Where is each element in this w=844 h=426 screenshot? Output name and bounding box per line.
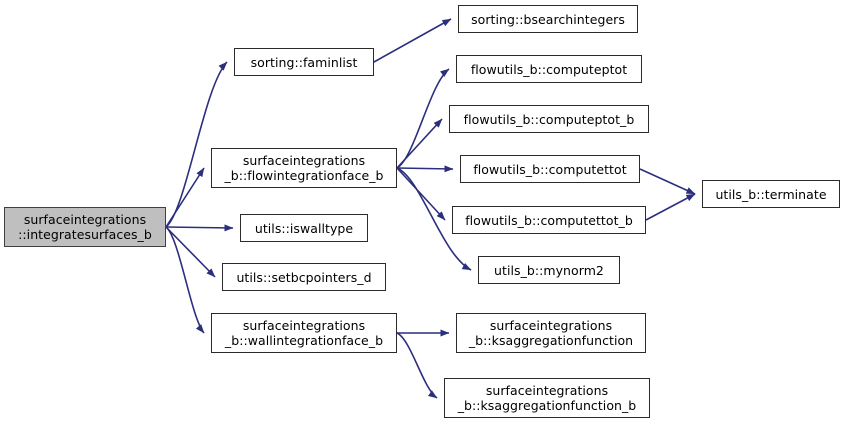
graph-node-faminlist[interactable]: sorting::faminlist (234, 48, 374, 76)
graph-edge-wallintegrationface_b-to-ksaggregationfunction_b (396, 332, 438, 399)
graph-node-root[interactable]: surfaceintegrations ::integratesurfaces_… (4, 207, 166, 247)
graph-edge-flowintegrationface_b-to-computettot (396, 165, 454, 173)
graph-node-label: utils_b::terminate (715, 186, 827, 202)
graph-node-label: surfaceintegrations _b::ksaggregationfun… (457, 383, 637, 413)
graph-node-computeptot[interactable]: flowutils_b::computeptot (456, 55, 642, 83)
graph-node-bsearchintegers[interactable]: sorting::bsearchintegers (458, 5, 638, 33)
graph-edge-root-to-faminlist (165, 61, 228, 228)
graph-node-iswalltype[interactable]: utils::iswalltype (240, 214, 368, 242)
graph-node-mynorm2[interactable]: utils_b::mynorm2 (478, 256, 620, 284)
graph-edge-flowintegrationface_b-to-computettot_b (396, 167, 446, 221)
graph-node-wallintegrationface_b[interactable]: surfaceintegrations _b::wallintegrationf… (211, 313, 397, 353)
graph-node-label: surfaceintegrations _b::ksaggregationfun… (468, 318, 634, 348)
graph-node-setbcpointers_d[interactable]: utils::setbcpointers_d (222, 263, 386, 291)
graph-edge-root-to-flowintegrationface_b (165, 167, 205, 228)
graph-node-ksaggregationfunction[interactable]: surfaceintegrations _b::ksaggregationfun… (456, 313, 646, 353)
graph-node-label: flowutils_b::computettot_b (465, 212, 633, 228)
graph-node-label: utils::setbcpointers_d (236, 269, 372, 285)
graph-node-label: flowutils_b::computeptot (470, 61, 628, 77)
graph-edge-faminlist-to-bsearchintegers (373, 18, 452, 63)
graph-node-computettot_b[interactable]: flowutils_b::computettot_b (452, 206, 646, 234)
graph-edge-root-to-wallintegrationface_b (165, 226, 205, 334)
graph-node-label: surfaceintegrations ::integratesurfaces_… (18, 212, 152, 242)
graph-node-label: surfaceintegrations _b::wallintegrationf… (224, 318, 384, 348)
graph-node-label: flowutils_b::computettot (473, 161, 627, 177)
graph-node-label: surfaceintegrations _b::flowintegrationf… (224, 153, 384, 183)
graph-node-label: sorting::bsearchintegers (471, 11, 625, 27)
graph-node-computeptot_b[interactable]: flowutils_b::computeptot_b (449, 105, 649, 133)
graph-node-flowintegrationface_b[interactable]: surfaceintegrations _b::flowintegrationf… (211, 148, 397, 188)
graph-edge-flowintegrationface_b-to-computeptot (396, 68, 450, 169)
graph-node-label: utils_b::mynorm2 (494, 262, 604, 278)
graph-node-label: utils::iswalltype (254, 220, 354, 236)
graph-node-computettot[interactable]: flowutils_b::computettot (460, 155, 640, 183)
graph-node-terminate[interactable]: utils_b::terminate (702, 180, 840, 208)
graph-edge-root-to-setbcpointers_d (165, 226, 216, 278)
graph-node-label: sorting::faminlist (250, 54, 358, 70)
graph-edge-root-to-iswalltype (165, 224, 234, 232)
graph-edge-computettot_b-to-terminate (645, 193, 696, 221)
graph-edge-flowintegrationface_b-to-computeptot_b (396, 118, 443, 169)
graph-edge-computettot-to-terminate (639, 168, 696, 195)
graph-node-label: flowutils_b::computeptot_b (463, 111, 635, 127)
graph-node-ksaggregationfunction_b[interactable]: surfaceintegrations _b::ksaggregationfun… (444, 378, 650, 418)
